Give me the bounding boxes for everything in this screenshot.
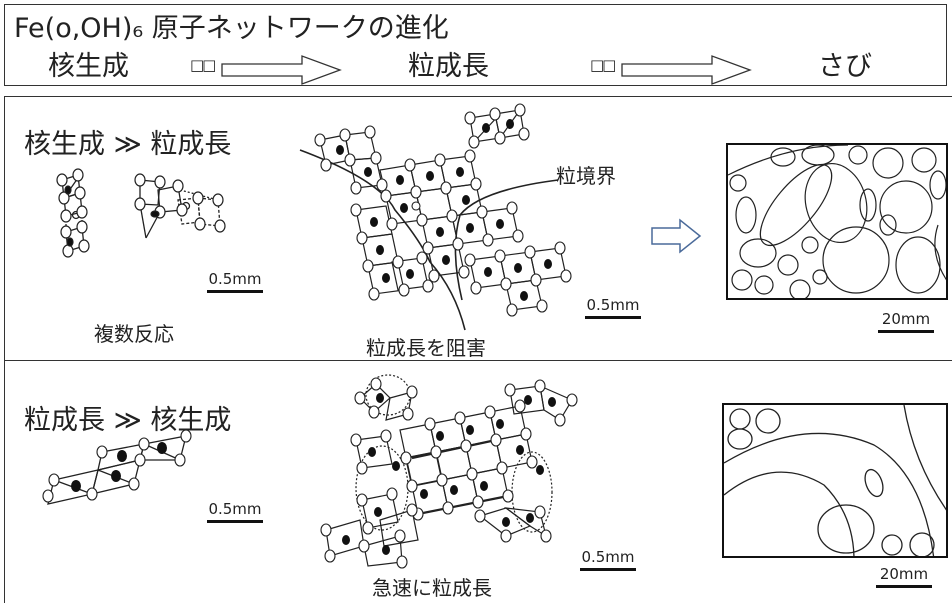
stage-grain-growth-label: 粒成長 <box>408 51 489 82</box>
reaction-label: 複数反応 <box>94 322 174 346</box>
stage-rust-label: さび <box>818 51 872 82</box>
scale-bar-top-2: 0.5mm <box>585 296 641 319</box>
rapid-growth-label: 急速に粒成長 <box>372 576 492 600</box>
rust-grains-fine <box>726 143 948 300</box>
scale-bar-top-large: 20mm <box>878 310 934 333</box>
scale-bar-bottom-1: 0.5mm <box>207 500 263 523</box>
scale-bar-top-1: 0.5mm <box>207 270 263 293</box>
bottom-panel-heading: 粒成長 ≫ 核生成 <box>24 405 232 436</box>
top-panel-heading: 核生成 ≫ 粒成長 <box>24 129 232 160</box>
arrow-marker-1: □□ <box>190 56 216 74</box>
rust-grains-coarse <box>722 403 948 558</box>
header-title: Fe(o,OH)₆ 原子ネットワークの進化 <box>14 13 449 44</box>
inhibit-label: 粒成長を阻害 <box>366 336 486 360</box>
arrow-marker-2: □□ <box>590 56 616 74</box>
header-box <box>4 4 947 86</box>
scale-bar-bottom-large: 20mm <box>876 565 932 588</box>
stage-nucleation-label: 核生成 <box>48 51 129 82</box>
scale-bar-bottom-2: 0.5mm <box>580 548 636 571</box>
grain-boundary-label: 粒境界 <box>556 164 616 188</box>
right-arrow-icon <box>221 55 752 85</box>
